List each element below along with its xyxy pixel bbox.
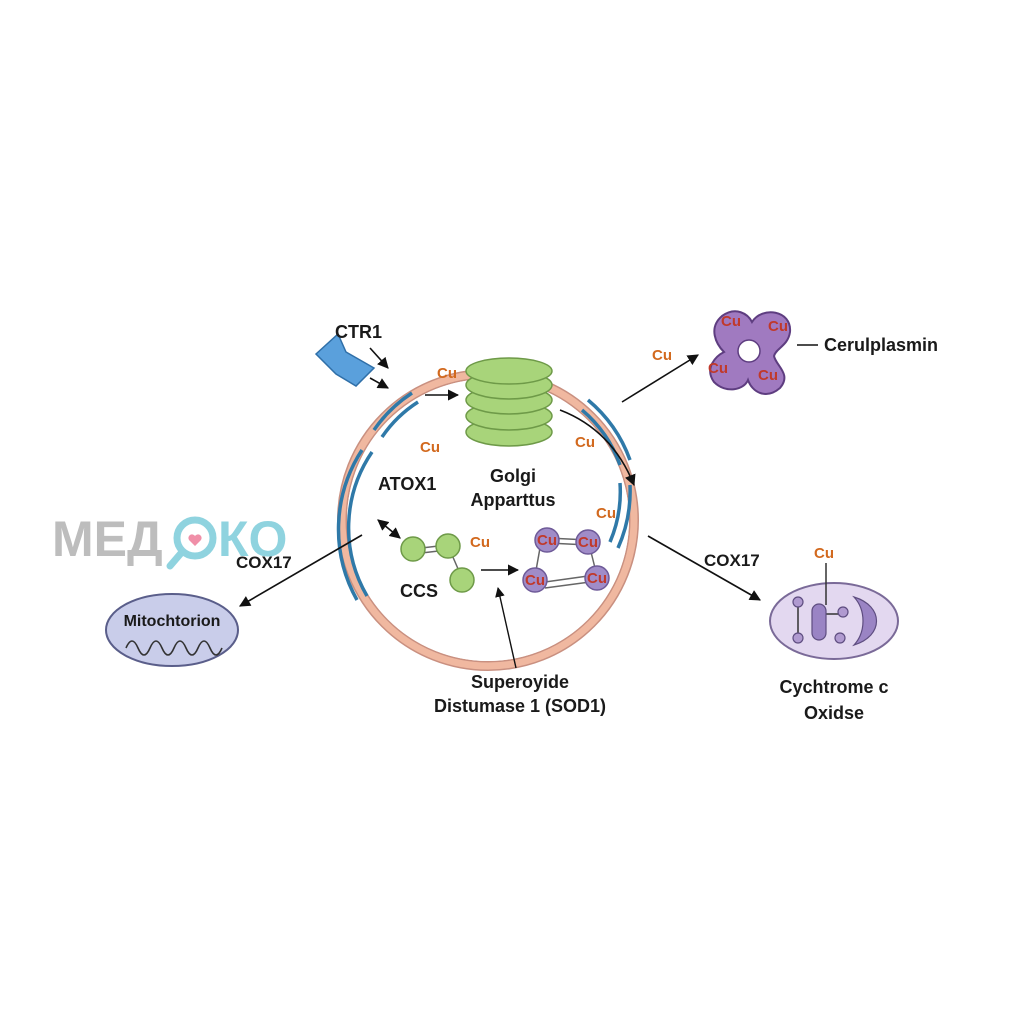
membrane-transporters <box>336 391 632 601</box>
cu-ion: Cu <box>814 545 834 562</box>
mitochondrion-icon <box>105 593 239 667</box>
copper-ions: Cu Cu Cu Cu Cu Cu <box>420 347 672 551</box>
magnifier-icon <box>166 516 217 570</box>
ccs-molecule-icon <box>400 533 475 593</box>
cu-ion: Cu <box>420 439 440 456</box>
cu-ion: Cu <box>652 347 672 364</box>
cu-ion: Cu <box>768 318 788 335</box>
cox17-right-label: COX17 <box>704 551 760 570</box>
golgi-apparatus-icon <box>465 357 553 447</box>
cu-ion: Cu <box>758 367 778 384</box>
cerulplasmin-label: Cerulplasmin <box>824 335 938 355</box>
cu-ion: Cu <box>437 365 457 382</box>
cu-ion: Cu <box>578 534 598 551</box>
cox-arrow <box>647 535 761 601</box>
cu-ion: Cu <box>525 572 545 589</box>
cu-ion: Cu <box>708 360 728 377</box>
copper-inflow-arrow <box>314 332 376 387</box>
sod1-label-line2: Distumase 1 (SOD1) <box>434 696 606 716</box>
sod1-label-line1: Superoyide <box>471 672 569 692</box>
cu-ion: Cu <box>537 532 557 549</box>
cox-label-line2: Oxidse <box>804 703 864 723</box>
atox1-ccs-arrow <box>377 519 401 539</box>
heart-icon <box>188 534 202 546</box>
golgi-label-line2: Apparttus <box>471 490 556 510</box>
cerulplasmin-icon: Cu Cu Cu Cu <box>708 310 792 395</box>
cu-ion: Cu <box>596 505 616 522</box>
mitochondrion-arrow <box>239 534 363 607</box>
cytochrome-c-oxidase-icon <box>769 563 899 660</box>
cu-ion: Cu <box>575 434 595 451</box>
ctr1-entry-arrow <box>369 377 389 389</box>
cu-ion: Cu <box>470 534 490 551</box>
cu-ion: Cu <box>721 313 741 330</box>
sod1-pointer <box>495 587 517 669</box>
cox17-left-label: COX17 <box>236 553 292 572</box>
cerulplasmin-arrow <box>621 354 699 403</box>
ctr1-label: CTR1 <box>335 322 382 342</box>
atox1-label: ATOX1 <box>378 474 436 494</box>
ctr1-arrow <box>369 347 389 369</box>
cu-ion: Cu <box>587 570 607 587</box>
cox-label-line1: Cychtrome c <box>779 677 888 697</box>
golgi-export-arrow <box>559 409 636 487</box>
ccs-label: CCS <box>400 581 438 601</box>
watermark-logo: МЕД КО <box>52 511 287 570</box>
mitochondrion-label: Mitochtorion <box>124 613 221 630</box>
watermark-text-1: МЕД <box>52 511 163 567</box>
sod1-molecule-icon: Cu Cu Cu Cu <box>522 527 610 593</box>
atox1-channel <box>336 449 364 601</box>
golgi-label-line1: Golgi <box>490 466 536 486</box>
watermark-text-2: КО <box>218 511 287 567</box>
